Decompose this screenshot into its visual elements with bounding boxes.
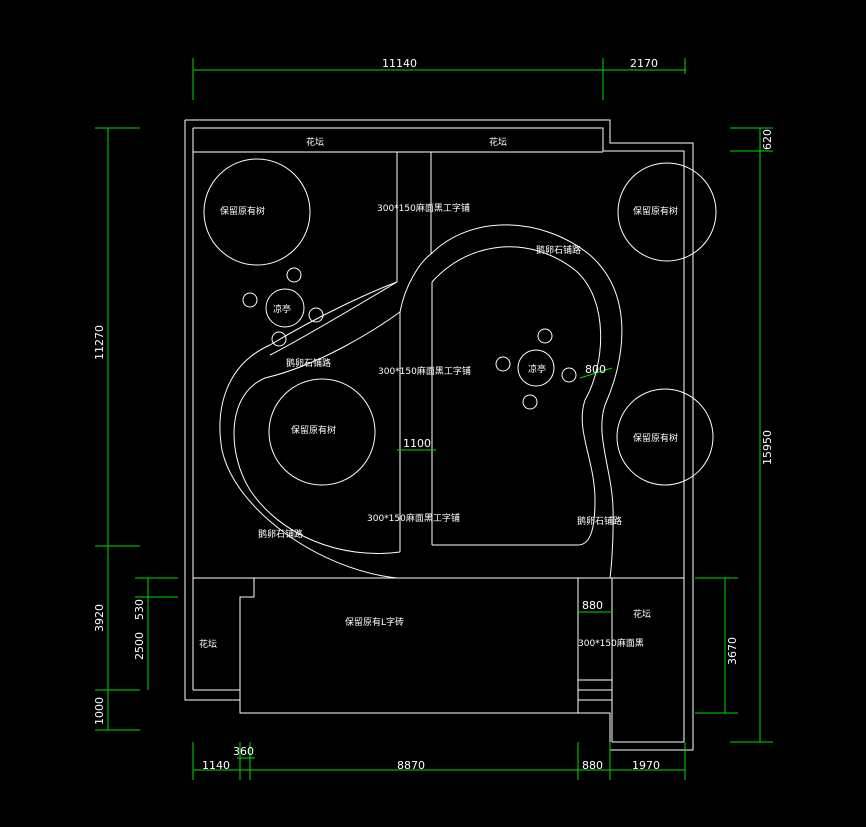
inner-boundary (193, 127, 685, 742)
label-pavilion-1: 凉亭 (273, 303, 291, 315)
dim-left-2: 3920 (93, 604, 106, 632)
dimensions-right: 620 15950 3670 (695, 127, 774, 743)
dim-bottom-4: 880 (582, 759, 603, 772)
label-tree-4: 保留原有树 (633, 432, 678, 444)
dimensions-top: 11140 2170 (192, 57, 686, 100)
tree-right (616, 388, 714, 486)
dim-bottom-2: 1140 (202, 759, 230, 772)
dim-interior-2: 1100 (403, 437, 431, 450)
label-walkway-2: 300*150麻面黑工字铺 (378, 365, 471, 377)
label-tree-2: 保留原有树 (633, 205, 678, 217)
label-flower-bed-3: 花坛 (633, 608, 651, 620)
dim-interior-3: 880 (582, 599, 603, 612)
dim-top-2: 2170 (630, 57, 658, 70)
label-path-2: 鹅卵石铺路 (536, 244, 581, 256)
dimensions-bottom: 360 1140 8870 880 1970 (192, 742, 686, 780)
dim-left-1: 11270 (93, 325, 106, 360)
plan-labels: 花坛 花坛 花坛 花坛 保留原有树 保留原有树 保留原有树 保留原有树 凉亭 凉… (199, 136, 678, 650)
label-walkway-4: 300*150麻面黑 (578, 637, 644, 649)
dim-left-3: 530 (133, 599, 146, 620)
label-building: 保留原有L字砖 (345, 616, 404, 628)
dimensions-left: 11270 3920 530 2500 1000 (93, 127, 178, 731)
walkways (269, 152, 433, 552)
building (239, 578, 612, 714)
label-flower-bed-4: 花坛 (199, 638, 217, 650)
dim-interior-1: 800 (585, 363, 606, 376)
label-walkway-1: 300*150麻面黑工字铺 (377, 202, 470, 214)
dim-right-2: 15950 (761, 430, 774, 465)
pavilion-right (495, 328, 577, 410)
dim-left-4: 2500 (133, 632, 146, 660)
pavilion-left (242, 267, 324, 347)
dim-bottom-3: 8870 (397, 759, 425, 772)
tree-topleft (203, 158, 311, 266)
label-flower-bed-2: 花坛 (489, 136, 507, 148)
label-flower-bed-1: 花坛 (306, 136, 324, 148)
label-tree-1: 保留原有树 (220, 205, 265, 217)
pebble-paths (219, 224, 623, 579)
dim-right-1: 620 (761, 129, 774, 150)
label-path-1: 鹅卵石铺路 (286, 357, 331, 369)
dim-bottom-5: 1970 (632, 759, 660, 772)
tree-topright (617, 162, 717, 262)
dim-right-3: 3670 (726, 637, 739, 665)
label-path-4: 鹅卵石铺路 (577, 515, 622, 527)
dim-bottom-1: 360 (233, 745, 254, 758)
label-pavilion-2: 凉亭 (528, 363, 546, 375)
dimensions-interior: 800 1100 880 (397, 363, 613, 613)
label-path-3: 鹅卵石铺路 (258, 528, 303, 540)
tree-middle (268, 378, 376, 486)
label-tree-3: 保留原有树 (291, 424, 336, 436)
dim-top-1: 11140 (382, 57, 417, 70)
dim-left-5: 1000 (93, 697, 106, 725)
trees (203, 158, 717, 486)
label-walkway-3: 300*150麻面黑工字铺 (367, 512, 460, 524)
